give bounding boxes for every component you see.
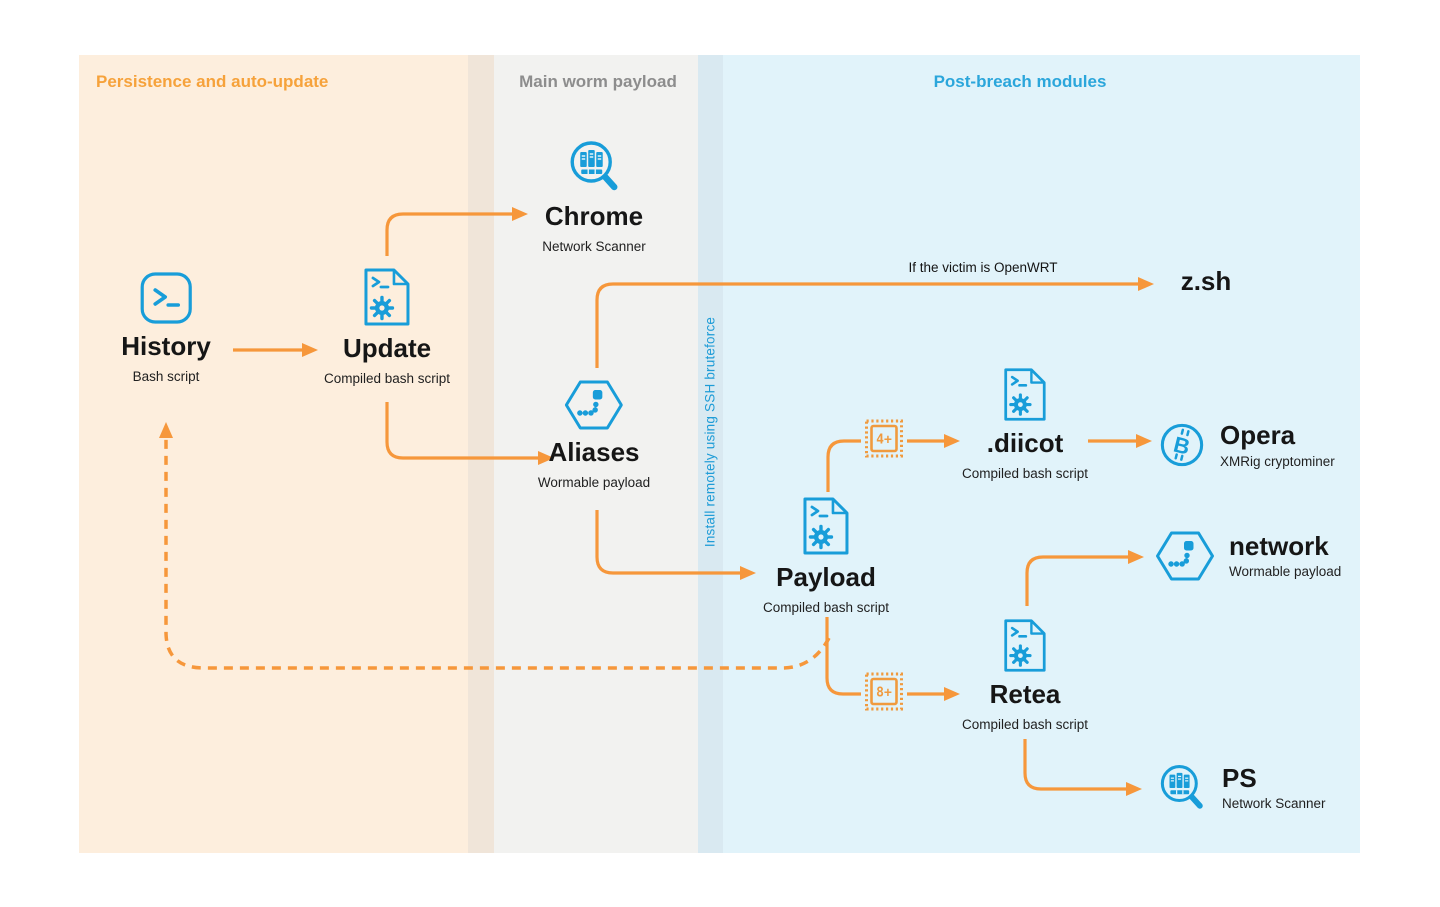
node-diicot: .diicot Compiled bash script [962,367,1088,481]
node-subtitle: Compiled bash script [323,370,451,386]
script-file-icon [1004,619,1046,672]
node-title: network [1229,530,1329,561]
node-title: Update [342,333,432,363]
section-label-post-breach: Post-breach modules [933,72,1107,91]
node-title: z.sh [1180,266,1232,296]
node-zsh: z.sh [1181,266,1232,297]
section-label-persistence: Persistence and auto-update [96,72,329,91]
node-title: Payload [776,562,876,592]
node-subtitle: Compiled bash script [961,716,1089,732]
section-band-persistence-edge [468,55,494,853]
script-file-icon [364,268,410,326]
node-title: PS [1222,762,1257,793]
worm-icon [565,380,623,430]
network-scanner-icon [570,141,618,191]
edge-label-openwrt: If the victim is OpenWRT [908,260,1058,275]
node-subtitle: Compiled bash script [762,599,890,615]
node-title: Retea [989,679,1061,709]
worm-icon [1156,531,1214,581]
node-subtitle: XMRig cryptominer [1220,453,1335,469]
node-title: History [121,331,211,361]
script-file-icon [1004,368,1046,421]
node-opera: B Opera XMRig cryptominer [1159,421,1335,469]
node-subtitle: Bash script [132,368,200,384]
network-scanner-icon [1160,765,1203,809]
script-file-icon [803,497,849,555]
bitcoin-icon: B [1160,424,1204,467]
node-retea: Retea Compiled bash script [962,618,1088,732]
node-title: Aliases [548,437,640,467]
node-title: Opera [1220,420,1296,450]
node-subtitle: Network Scanner [1222,796,1326,812]
node-ps: PS Network Scanner [1157,763,1326,813]
node-chrome: Chrome Network Scanner [542,139,646,254]
cpu-chip-4: 4+ [863,418,905,465]
node-network: network Wormable payload [1156,530,1341,582]
terminal-icon [140,272,192,324]
section-band-persistence [79,55,468,853]
cpu-chip-8: 8+ [863,671,905,718]
node-update: Update Compiled bash script [324,267,450,386]
chip-label: 4+ [876,433,892,448]
node-subtitle: Network Scanner [542,238,646,254]
node-aliases: Aliases Wormable payload [538,379,650,490]
cpu-chip-icon: 8+ [865,672,903,711]
svg-text:B: B [1171,432,1192,460]
node-payload: Payload Compiled bash script [763,496,889,615]
node-title: Chrome [544,201,644,231]
chip-label: 8+ [876,686,892,701]
node-subtitle: Wormable payload [1229,564,1342,580]
node-subtitle: Wormable payload [537,474,651,490]
node-subtitle: Compiled bash script [961,465,1089,481]
cpu-chip-icon: 4+ [865,419,903,458]
section-label-main-worm: Main worm payload [519,72,677,91]
ssh-bruteforce-label: Install remotely using SSH bruteforce [702,316,718,548]
node-history: History Bash script [121,271,211,384]
node-title: .diicot [986,428,1064,458]
